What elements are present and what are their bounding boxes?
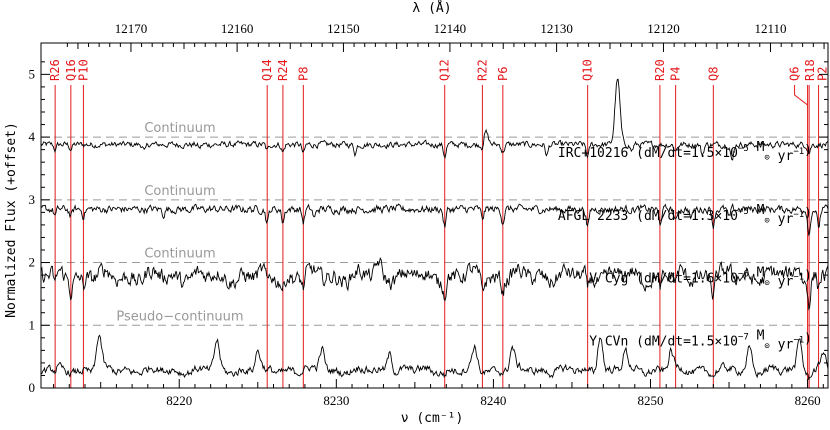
line-label: Q14 xyxy=(260,59,274,81)
y-tick-label: 5 xyxy=(29,66,36,81)
line-label: Q6 xyxy=(788,67,802,81)
continuum-label: Continuum xyxy=(144,247,215,262)
y-axis-title: Normalized Flux (+offset) xyxy=(4,122,19,318)
series-label: AFGL 2233 (dM/dt=1.3×10−5 M⊙ yr−1) xyxy=(558,203,812,227)
x-axis-title: ν (cm⁻¹) xyxy=(401,411,464,426)
line-label: Q16 xyxy=(64,59,78,81)
x-tick-label: 8220 xyxy=(166,393,192,408)
line-label: P6 xyxy=(496,67,510,81)
x-tick-label: 8240 xyxy=(480,393,506,408)
plot-frame xyxy=(40,42,829,389)
top-tick-label: 12140 xyxy=(434,21,467,36)
line-label: P2 xyxy=(816,67,830,81)
y-tick-label: 3 xyxy=(29,192,36,207)
y-tick-label: 4 xyxy=(29,129,36,144)
series-label: V Cyg (dM/dt=1.6×10−6 M⊙ yr−1) xyxy=(589,266,812,290)
top-tick-label: 12170 xyxy=(115,21,148,36)
continuum-label: Pseudo−continuum xyxy=(116,309,243,324)
y-tick-label: 1 xyxy=(29,317,36,332)
line-label: P8 xyxy=(296,67,310,81)
spectrum-v-cyg xyxy=(40,257,829,311)
series-label: Y CVn (dM/dt=1.5×10−7 M⊙ yr−1) xyxy=(589,328,812,352)
top-tick-label: 12150 xyxy=(327,21,360,36)
top-axis-title: λ (Å) xyxy=(412,0,451,16)
top-tick-label: 12110 xyxy=(754,21,786,36)
line-label: R18 xyxy=(803,59,817,81)
line-label: Q12 xyxy=(438,59,452,81)
line-label: Q8 xyxy=(706,67,720,81)
y-tick-label: 0 xyxy=(29,380,36,395)
continuum-guides: ContinuumContinuumContinuumPseudo−contin… xyxy=(41,121,828,326)
y-tick-label: 2 xyxy=(29,255,36,270)
labels: IRC+10216 (dM/dt=1.5×10−5 M⊙ yr−1) AFGL 2… xyxy=(558,140,812,352)
spectrum-afgl-2233 xyxy=(40,202,829,237)
x-tick-label: 8250 xyxy=(637,393,663,408)
continuum-label: Continuum xyxy=(144,121,215,136)
line-label: R20 xyxy=(653,59,667,81)
spectra xyxy=(40,78,829,381)
top-tick-label: 12120 xyxy=(647,21,680,36)
line-label: Q10 xyxy=(581,59,595,81)
line-label: P10 xyxy=(76,59,90,81)
series-label: IRC+10216 (dM/dt=1.5×10−5 M⊙ yr−1) xyxy=(558,140,812,164)
spectrum-irc-10216 xyxy=(40,78,829,161)
x-tick-label: 8260 xyxy=(795,393,821,408)
line-label: P4 xyxy=(669,67,683,81)
line-label: R26 xyxy=(48,59,62,81)
spectrum-y-cvn xyxy=(40,334,829,381)
top-tick-label: 12160 xyxy=(221,21,254,36)
line-label: R24 xyxy=(276,59,290,81)
q6-leader xyxy=(794,85,808,106)
top-tick-label: 12130 xyxy=(540,21,573,36)
continuum-label: Continuum xyxy=(144,184,215,199)
line-label: R22 xyxy=(475,59,489,81)
x-tick-label: 8230 xyxy=(323,393,349,408)
axes: 8220 8230 8240 8250 8260 12170 12160 12150 12140… xyxy=(29,21,829,408)
